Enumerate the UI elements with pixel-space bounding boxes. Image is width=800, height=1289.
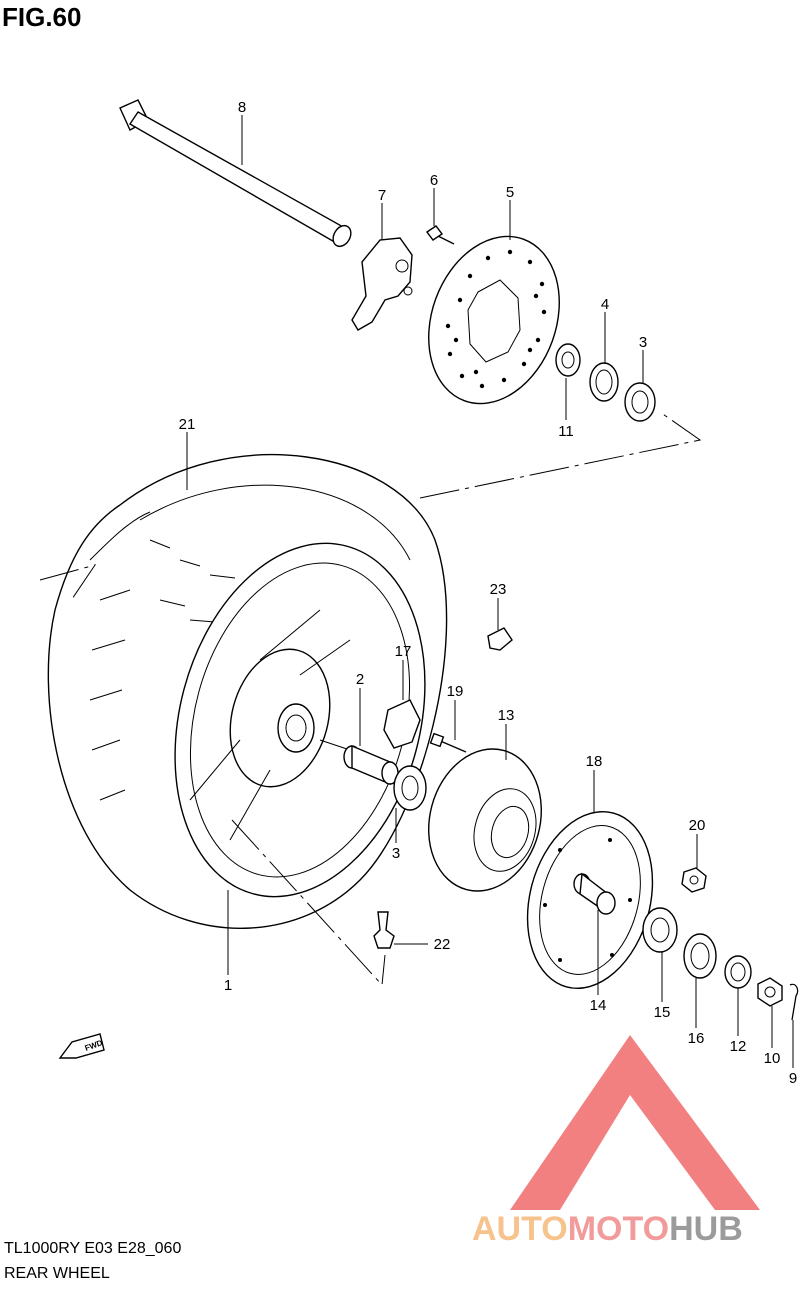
callout-8: 8 [238,99,246,116]
part-stud-19 [429,732,467,753]
part-axle-nut-10 [757,977,783,1007]
callout-7: 7 [378,187,386,204]
callout-22: 22 [434,936,451,953]
callout-9: 9 [789,1070,797,1087]
svg-text:AUTOMOTOHUB: AUTOMOTOHUB [472,1210,743,1248]
callout-15: 15 [654,1004,671,1021]
part-cush-damper-17 [383,699,421,749]
leader-lines [186,115,794,1068]
part-spacer-2 [343,744,399,786]
part-clip-23 [487,627,513,651]
callout-1: 1 [224,977,232,994]
part-spacer-11 [555,343,581,377]
callout-18: 18 [586,753,603,770]
callout-21: 21 [179,416,196,433]
callout-17: 17 [395,643,412,660]
part-oil-seal-4 [589,362,619,402]
part-axle [119,99,352,248]
watermark-moto: MOTO [568,1210,669,1248]
callout-2: 2 [356,671,364,688]
callout-14: 14 [590,997,607,1014]
callout-4: 4 [601,296,609,313]
watermark-triangle [510,1035,760,1210]
watermark-logo: AUTOMOTOHUB [472,1035,760,1248]
callout-5: 5 [506,184,514,201]
part-valve-22 [373,911,395,949]
part-bearing-15 [642,907,678,953]
part-bolt-6 [425,225,455,245]
callout-20: 20 [689,817,706,834]
section-name: REAR WHEEL [4,1265,110,1282]
part-brake-disc [428,235,560,405]
part-caliper-bracket [351,237,413,331]
part-oil-seal-16 [683,933,717,979]
part-nut-20 [681,867,707,893]
part-wheel-rim [174,542,426,898]
callout-23: 23 [490,581,507,598]
watermark-hub: HUB [669,1210,743,1248]
watermark-auto: AUTO [472,1210,568,1248]
callout-6: 6 [430,172,438,189]
figure-title: FIG.60 [2,2,82,32]
callout-10: 10 [764,1050,781,1067]
callout-19: 19 [447,683,464,700]
model-code: TL1000RY E03 E28_060 [4,1240,182,1257]
callout-13: 13 [498,707,515,724]
callout-labels: 8 7 6 5 4 3 11 21 23 17 2 19 13 18 20 3 … [179,99,798,1087]
part-sprocket-carrier [428,748,542,892]
callout-12: 12 [730,1038,747,1055]
callout-16: 16 [688,1030,705,1047]
callout-3-upper: 3 [639,334,647,351]
callout-3-lower: 3 [392,845,400,862]
fwd-direction-arrow: FWD [58,1033,105,1059]
part-spacer-12 [724,955,752,989]
part-cotter-pin-9 [789,983,799,1021]
part-bearing-3-upper [624,382,656,422]
part-spacer-14 [573,872,616,915]
part-bearing-3-lower [393,765,427,811]
callout-11: 11 [558,423,574,440]
